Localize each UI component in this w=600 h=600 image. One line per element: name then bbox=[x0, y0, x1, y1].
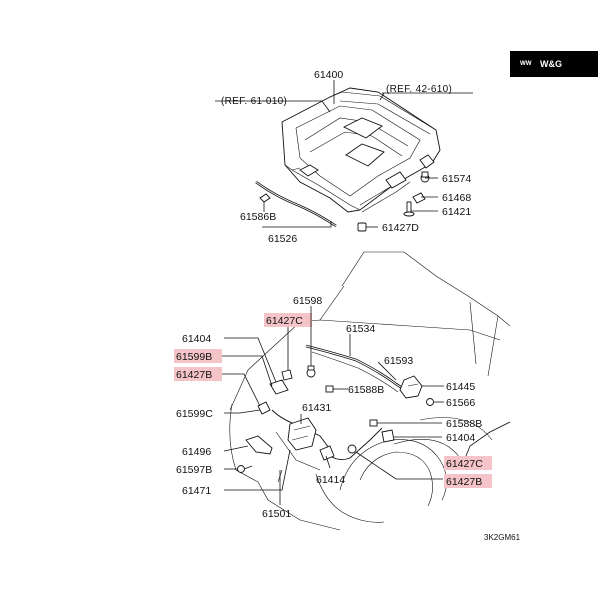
highlight-61427C-right bbox=[444, 456, 492, 470]
diagram-code: 3K2GM61 bbox=[484, 533, 521, 542]
label-61588B-right: 61588B bbox=[446, 418, 482, 430]
label-61445: 61445 bbox=[446, 381, 475, 393]
clip-61588B-mid bbox=[325, 385, 334, 393]
label-61526: 61526 bbox=[268, 233, 297, 245]
label-61427C-top: 61427C bbox=[266, 315, 303, 327]
clip-61599C bbox=[257, 401, 271, 415]
label-61598: 61598 bbox=[293, 295, 322, 307]
brand-logo: ᵂᵂ W&G bbox=[510, 51, 598, 77]
label-61427D: 61427D bbox=[382, 222, 419, 234]
clip-61427C-top bbox=[281, 369, 293, 381]
label-61599B: 61599B bbox=[176, 351, 212, 363]
logo-text: W&G bbox=[540, 59, 562, 69]
label-61400: 61400 bbox=[314, 69, 343, 81]
latch-plate bbox=[269, 379, 289, 395]
logo-mark-icon: ᵂᵂ bbox=[520, 59, 532, 69]
highlight-61427B-right bbox=[444, 474, 492, 488]
prop-stay-61421 bbox=[403, 201, 415, 217]
label-61566: 61566 bbox=[446, 397, 475, 409]
clip-61588B-right bbox=[369, 419, 378, 427]
label-61496: 61496 bbox=[182, 446, 211, 458]
hood-panel bbox=[281, 87, 441, 213]
label-61597B: 61597B bbox=[176, 464, 212, 476]
bracket-61496 bbox=[245, 435, 273, 455]
bumper-61574 bbox=[420, 171, 430, 183]
handle-61445 bbox=[399, 375, 423, 399]
bolt-61597B bbox=[237, 465, 253, 473]
clip-61427D bbox=[357, 222, 367, 232]
label-61593: 61593 bbox=[384, 355, 413, 367]
highlight-61427B-left bbox=[174, 367, 222, 381]
cable-end-61414 bbox=[319, 445, 335, 461]
clip-61404-right bbox=[381, 429, 395, 443]
label-61427B-right: 61427B bbox=[446, 476, 482, 488]
bumper-61598 bbox=[306, 365, 316, 378]
label-61588B-mid: 61588B bbox=[348, 384, 384, 396]
clip-61586B bbox=[259, 193, 271, 208]
label-61501: 61501 bbox=[262, 508, 291, 520]
weatherstrip-61526 bbox=[255, 180, 337, 228]
highlight-61427C-top bbox=[264, 313, 312, 327]
label-61427B-left: 61427B bbox=[176, 369, 212, 381]
label-61404-right: 61404 bbox=[446, 432, 475, 444]
highlight-61599B bbox=[174, 349, 222, 363]
label-61534: 61534 bbox=[346, 323, 375, 335]
clip-61566 bbox=[426, 398, 434, 406]
label-61427C-right: 61427C bbox=[446, 458, 483, 470]
ref-42-610: (REF. 42-610) bbox=[386, 84, 452, 95]
label-61471: 61471 bbox=[182, 485, 211, 497]
part-labels: 61400 (REF. 61-010) (REF. 42-610) 61574 … bbox=[176, 69, 521, 542]
clip-61468 bbox=[412, 192, 426, 204]
label-61468: 61468 bbox=[442, 192, 471, 204]
leader-lines bbox=[215, 80, 511, 505]
label-61599C: 61599C bbox=[176, 408, 213, 420]
hood-latch-61431 bbox=[287, 417, 317, 451]
ref-61-010: (REF. 61-010) bbox=[221, 96, 287, 107]
clip-61427B-right bbox=[347, 444, 357, 454]
label-61414: 61414 bbox=[316, 474, 345, 486]
label-61431: 61431 bbox=[302, 402, 331, 414]
label-61586B: 61586B bbox=[240, 211, 276, 223]
label-61421: 61421 bbox=[442, 206, 471, 218]
label-61404-left: 61404 bbox=[182, 333, 211, 345]
label-61574: 61574 bbox=[442, 173, 471, 185]
